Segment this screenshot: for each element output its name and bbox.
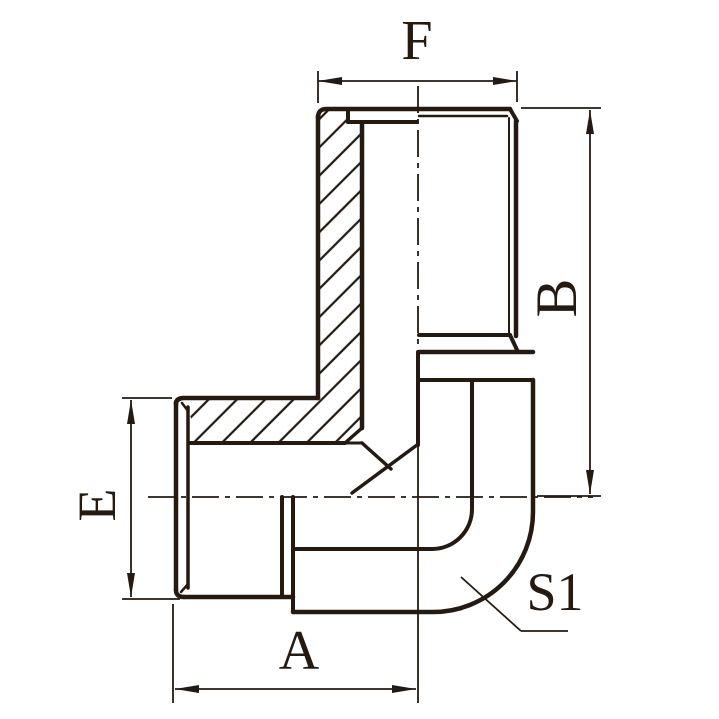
top-port-outline — [315, 106, 520, 445]
dim-label-right-height: B — [524, 278, 589, 318]
dim-A — [172, 445, 419, 703]
dim-label-top-width: F — [401, 10, 433, 72]
dim-F — [317, 71, 518, 103]
centerlines — [148, 86, 593, 498]
left-port-outline — [173, 395, 364, 600]
dim-E — [122, 397, 180, 600]
section-hatching — [184, 111, 361, 443]
dimension-lines — [122, 71, 601, 703]
body-elbow-outline — [280, 349, 536, 615]
dim-label-left-height: E — [67, 488, 127, 522]
dim-B — [521, 107, 601, 497]
leader-S1 — [460, 576, 568, 632]
dim-label-bottom-width: A — [278, 620, 320, 682]
dim-label-elbow-callout: S1 — [526, 562, 584, 622]
